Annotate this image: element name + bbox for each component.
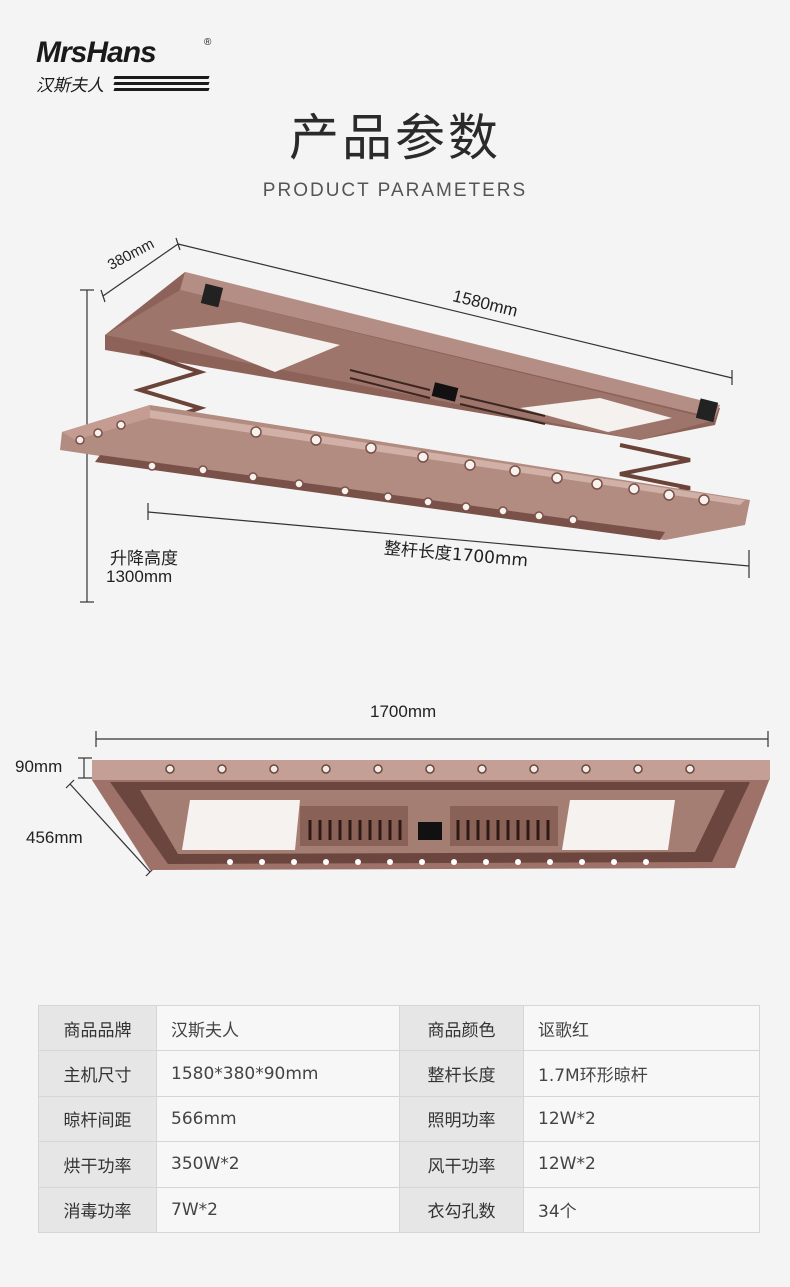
table-row: 晾杆间距 566mm 照明功率 12W*2 — [38, 1095, 760, 1143]
spec-key: 商品颜色 — [399, 1004, 524, 1052]
hook-holes-bottom — [165, 764, 695, 774]
spec-value: 讴歌红 — [523, 1004, 760, 1052]
brand-name-cn: 汉斯夫人 — [36, 76, 104, 96]
bottom-view-unit — [92, 760, 770, 870]
page-title: 产品参数 — [289, 109, 501, 167]
spec-value: 汉斯夫人 — [156, 1004, 400, 1052]
lift-height-value: 1300mm — [106, 567, 173, 586]
spec-value: 566mm — [156, 1095, 400, 1143]
spec-key: 照明功率 — [399, 1095, 524, 1143]
spec-key: 商品品牌 — [38, 1004, 157, 1052]
page-subtitle: PRODUCT PARAMETERS — [262, 180, 528, 201]
dimension-lines-top — [80, 237, 750, 603]
brand-logo: MrsHans ® 汉斯夫人 — [36, 36, 226, 96]
spec-key: 主机尺寸 — [38, 1050, 157, 1097]
brand-name-en: MrsHans — [36, 36, 157, 69]
spec-value: 12W*2 — [523, 1095, 760, 1143]
bottom-height-label: 90mm — [15, 757, 63, 776]
dimension-lines-bottom — [65, 731, 769, 877]
spec-table: 商品品牌 汉斯夫人 商品颜色 讴歌红 主机尺寸 1580*380*90mm 整杆… — [38, 1004, 760, 1233]
spec-key: 消毒功率 — [38, 1186, 157, 1233]
table-row: 烘干功率 350W*2 风干功率 12W*2 — [38, 1141, 760, 1188]
spec-value: 1580*380*90mm — [156, 1050, 400, 1097]
spec-value: 12W*2 — [523, 1141, 760, 1188]
host-unit — [105, 272, 720, 440]
bottom-width-label: 1700mm — [370, 702, 437, 721]
spec-key: 风干功率 — [399, 1141, 524, 1188]
spec-key: 整杆长度 — [399, 1050, 524, 1097]
table-row: 消毒功率 7W*2 衣勾孔数 34个 — [38, 1186, 760, 1233]
spec-value: 34个 — [523, 1186, 760, 1233]
table-row: 商品品牌 汉斯夫人 商品颜色 讴歌红 — [38, 1004, 760, 1052]
lift-height-label: 升降高度 — [110, 549, 178, 569]
hook-holes-top — [75, 420, 710, 525]
spec-value: 350W*2 — [156, 1141, 400, 1188]
spec-key: 烘干功率 — [38, 1141, 157, 1188]
bottom-depth-label: 456mm — [26, 828, 83, 847]
led-dots-bottom — [227, 859, 649, 865]
table-row: 主机尺寸 1580*380*90mm 整杆长度 1.7M环形晾杆 — [38, 1050, 760, 1097]
spec-value: 1.7M环形晾杆 — [523, 1050, 760, 1097]
registered-mark: ® — [204, 37, 212, 48]
spec-key: 衣勾孔数 — [399, 1186, 524, 1233]
spec-key: 晾杆间距 — [38, 1095, 157, 1143]
spec-value: 7W*2 — [156, 1186, 400, 1233]
